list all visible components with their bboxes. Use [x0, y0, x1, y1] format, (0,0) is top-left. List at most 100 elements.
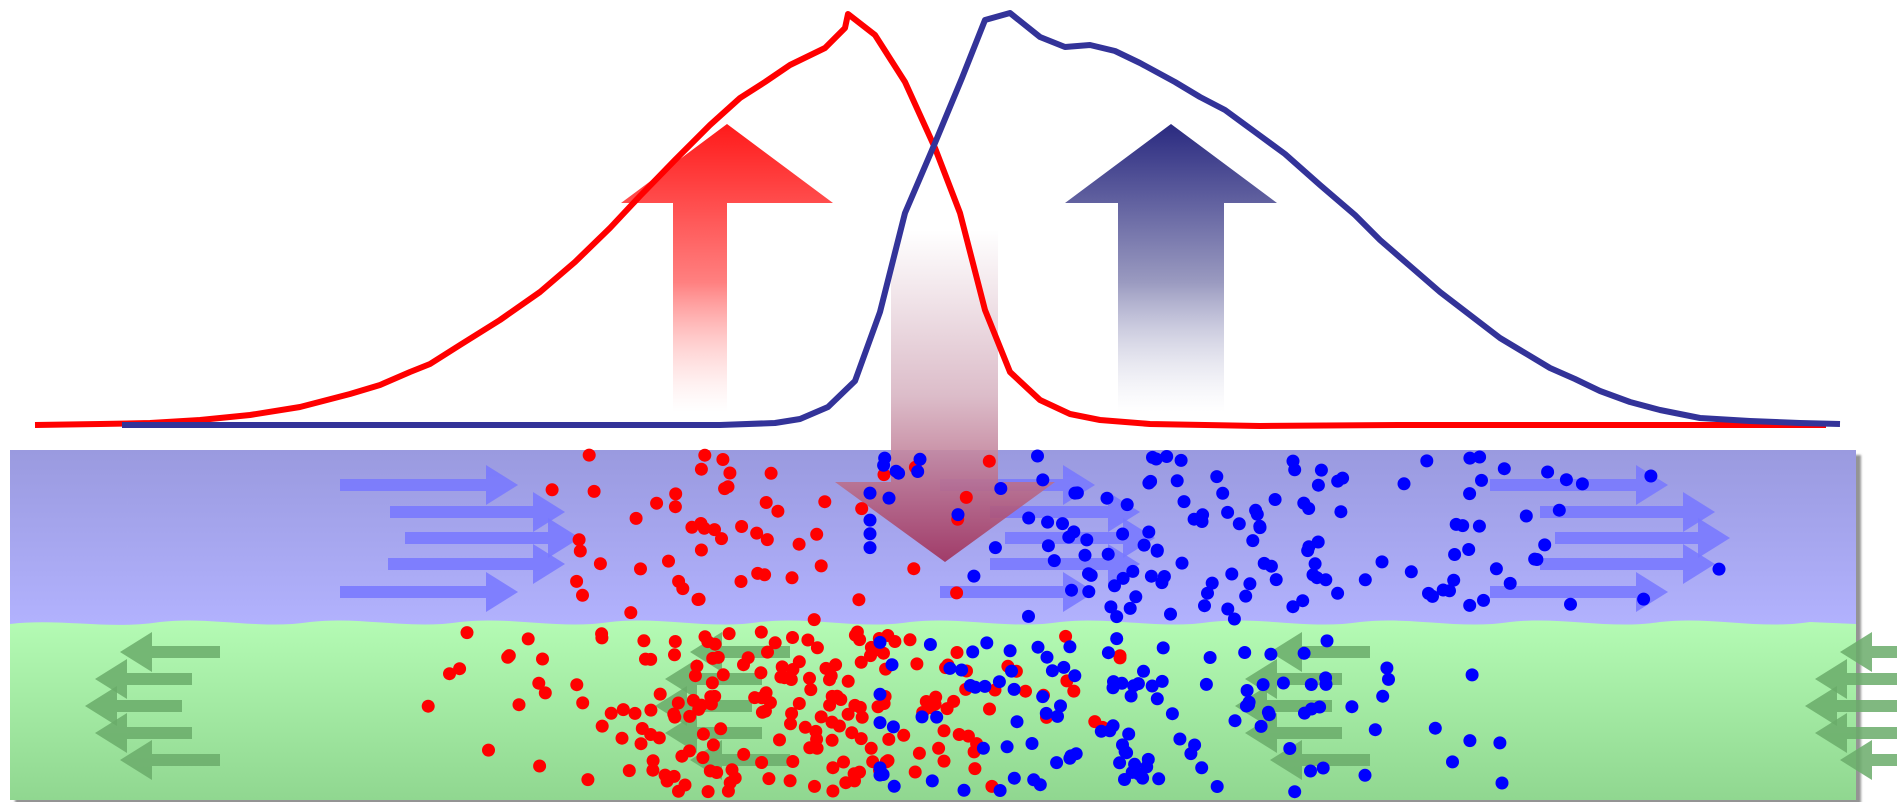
particle — [1059, 629, 1073, 643]
particle — [937, 724, 951, 738]
particle — [696, 751, 710, 765]
particle — [937, 754, 951, 768]
particle — [839, 776, 853, 790]
particle — [854, 732, 868, 746]
particle — [915, 710, 929, 724]
particle — [759, 686, 773, 700]
arrow-left-icon — [120, 632, 220, 672]
arrow-left-icon — [1840, 740, 1897, 780]
particle — [783, 774, 797, 788]
particle — [688, 669, 702, 683]
particle — [1160, 450, 1174, 463]
particle — [950, 586, 964, 600]
particle — [1122, 727, 1136, 741]
particle — [1107, 675, 1120, 689]
particle — [604, 706, 618, 720]
particle — [1297, 646, 1311, 660]
particle — [694, 462, 708, 476]
particle — [734, 575, 748, 588]
particle — [1538, 538, 1552, 552]
particle — [1397, 477, 1411, 491]
particle — [955, 663, 969, 677]
particle — [512, 698, 526, 712]
particle — [1428, 721, 1442, 735]
particle — [1094, 724, 1108, 738]
particle — [1080, 533, 1094, 547]
particle — [593, 557, 607, 571]
particle — [1036, 690, 1050, 704]
particle — [1334, 505, 1348, 519]
particle — [628, 706, 642, 720]
particle — [1448, 548, 1462, 561]
particle — [1175, 556, 1189, 570]
particle — [803, 671, 816, 685]
particle — [1575, 477, 1589, 491]
particle — [864, 741, 878, 755]
particle — [768, 636, 782, 650]
particle — [1064, 749, 1078, 763]
particle — [755, 705, 769, 719]
particle — [1331, 586, 1345, 600]
particle — [826, 761, 840, 775]
particle — [1311, 478, 1325, 492]
arrow-right-icon — [1005, 518, 1155, 558]
particle — [967, 569, 981, 583]
particle — [1022, 511, 1036, 525]
particle — [1054, 699, 1067, 713]
particle — [785, 571, 799, 585]
particle — [721, 480, 735, 494]
arrow-right-icon — [1540, 544, 1715, 584]
particle — [1137, 664, 1150, 678]
particle — [912, 746, 926, 760]
particle — [1221, 505, 1235, 519]
particle — [690, 659, 704, 673]
arrow-right-icon — [1555, 518, 1730, 558]
particle — [923, 638, 937, 651]
particle — [1198, 599, 1211, 613]
particle — [988, 541, 1002, 555]
particle — [538, 686, 552, 700]
particle — [653, 687, 667, 701]
particle — [1345, 700, 1359, 714]
particle — [1559, 473, 1573, 487]
particle — [978, 679, 992, 693]
particle — [1031, 640, 1045, 654]
arrow-left-icon — [665, 713, 762, 753]
particle — [993, 784, 1007, 797]
particle — [672, 574, 686, 588]
arrow-left-icon — [1245, 713, 1342, 753]
particle — [837, 755, 850, 769]
particle — [966, 645, 980, 659]
particle — [1063, 640, 1077, 654]
particle — [1145, 679, 1159, 693]
particle — [1316, 761, 1330, 775]
particle — [658, 768, 672, 782]
particle — [582, 448, 596, 462]
particle — [1227, 612, 1241, 626]
particle — [943, 661, 957, 675]
particle — [1477, 593, 1490, 607]
particle — [644, 703, 658, 717]
particle — [1382, 672, 1395, 686]
particle — [1541, 465, 1555, 479]
particle — [1195, 761, 1209, 775]
particle — [1564, 597, 1577, 611]
particle — [786, 663, 800, 676]
particle — [1283, 742, 1297, 755]
particle — [716, 453, 730, 466]
particle — [668, 635, 682, 648]
particle — [1057, 660, 1071, 674]
particle — [826, 784, 840, 798]
particle — [1253, 521, 1267, 535]
particle — [634, 737, 648, 751]
particle — [841, 674, 855, 688]
particle — [711, 650, 725, 664]
particle — [1268, 493, 1282, 506]
particle — [1358, 573, 1372, 587]
particle — [629, 511, 643, 525]
particle — [650, 496, 664, 510]
particle — [1246, 534, 1260, 548]
particle — [878, 451, 892, 465]
particle — [1201, 586, 1214, 600]
